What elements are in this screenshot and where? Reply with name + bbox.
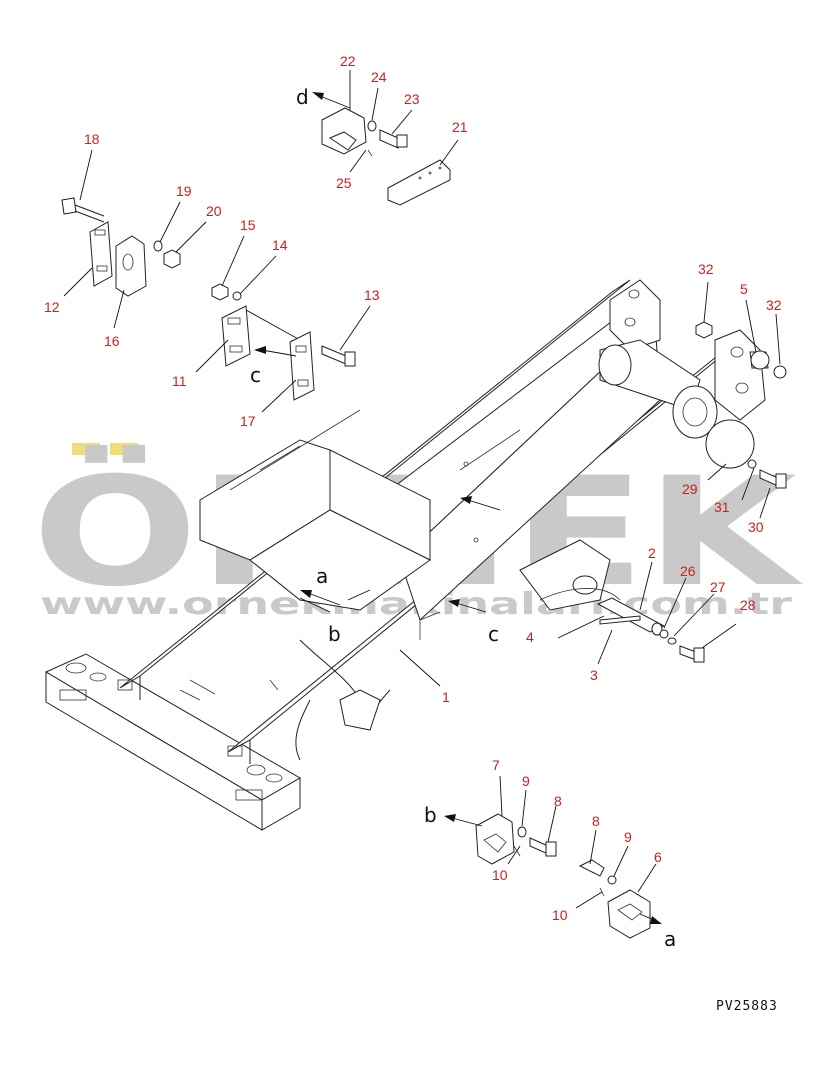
bracket-group-b — [475, 813, 557, 865]
washer-19 — [153, 240, 163, 252]
part-number-23: 23 — [404, 91, 420, 107]
washer-24 — [367, 120, 377, 132]
part-number-24: 24 — [371, 69, 387, 85]
main-frame — [44, 279, 766, 831]
pin-3 — [599, 615, 641, 625]
part-number-11: 11 — [172, 373, 187, 389]
washer-14 — [232, 291, 242, 301]
bolt-13 — [321, 345, 347, 365]
part-numbers: 22 24 23 21 25 18 19 20 15 14 12 16 13 1… — [44, 53, 782, 923]
axle-group — [695, 321, 787, 489]
part-number-1: 1 — [442, 689, 450, 705]
part-number-28: 28 — [740, 597, 756, 613]
part-number-14: 14 — [272, 237, 288, 253]
part-number-4: 4 — [526, 629, 534, 645]
part-number-30: 30 — [748, 519, 764, 535]
view-markers: d c a b c b a — [250, 85, 676, 951]
part-number-16: 16 — [104, 333, 120, 349]
view-marker-d: d — [296, 85, 309, 109]
bracket-6 — [607, 889, 651, 939]
part-number-22: 22 — [340, 53, 356, 69]
nut-20 — [163, 249, 181, 269]
washer-27 — [667, 637, 677, 645]
part-number-9-left: 9 — [522, 773, 530, 789]
view-marker-c-upper: c — [250, 363, 261, 387]
washer-31 — [747, 459, 757, 469]
part-number-7: 7 — [492, 757, 500, 773]
bracket-group-c — [211, 283, 356, 401]
part-number-15: 15 — [240, 217, 256, 233]
part-number-21: 21 — [452, 119, 468, 135]
cap-29 — [705, 419, 755, 469]
plate-17 — [289, 331, 315, 401]
part-number-2: 2 — [648, 545, 656, 561]
bracket-group-left — [61, 197, 181, 297]
part-number-32-right: 32 — [766, 297, 782, 313]
bracket-11 — [221, 305, 251, 367]
part-number-20: 20 — [206, 203, 222, 219]
part-number-25: 25 — [336, 175, 352, 191]
bolt-8a — [529, 837, 549, 855]
watermark-accent-dot-left — [72, 443, 100, 455]
part-number-26: 26 — [680, 563, 696, 579]
part-number-9-right: 9 — [624, 829, 632, 845]
nut-15 — [211, 283, 229, 301]
plate-21 — [387, 159, 451, 206]
bracket-group-d — [321, 107, 451, 206]
part-number-17: 17 — [240, 413, 256, 429]
part-number-6: 6 — [654, 849, 662, 865]
part-number-18: 18 — [84, 131, 100, 147]
watermark-accent-dot-right — [110, 443, 138, 455]
washer-9a — [517, 826, 527, 838]
part-number-8-right: 8 — [592, 813, 600, 829]
part-number-29: 29 — [682, 481, 698, 497]
bracket-group-a — [578, 859, 651, 939]
washer-9b — [607, 875, 617, 885]
view-marker-b-upper: b — [328, 622, 341, 646]
nut-32b — [773, 365, 787, 379]
view-marker-a-lower: a — [664, 927, 676, 951]
part-number-31: 31 — [714, 499, 730, 515]
view-marker-a-upper: a — [316, 564, 328, 588]
part-number-10-left: 10 — [492, 867, 508, 883]
bolt-23 — [379, 129, 399, 149]
bolt-8b — [578, 859, 605, 877]
bracket-16 — [115, 235, 147, 297]
bolt-18 — [61, 197, 77, 215]
pin-group — [596, 597, 705, 663]
part-number-8-left: 8 — [554, 793, 562, 809]
bracket-7 — [475, 813, 515, 865]
plate-12 — [89, 221, 113, 287]
part-number-3: 3 — [590, 667, 598, 683]
pin-2 — [596, 597, 666, 633]
view-marker-c-lower: c — [488, 622, 499, 646]
part-number-32-top: 32 — [698, 261, 714, 277]
part-number-10-right: 10 — [552, 907, 568, 923]
view-arrows — [254, 92, 662, 924]
part-number-19: 19 — [176, 183, 192, 199]
view-marker-b-lower: b — [424, 803, 437, 827]
washer-26 — [659, 629, 669, 639]
part-number-12: 12 — [44, 299, 60, 315]
drawing-code: PV25883 — [716, 999, 778, 1014]
part-number-5: 5 — [740, 281, 748, 297]
nut-32a — [695, 321, 713, 339]
part-number-27: 27 — [710, 579, 726, 595]
part-number-13: 13 — [364, 287, 380, 303]
leader-lines — [63, 70, 781, 909]
